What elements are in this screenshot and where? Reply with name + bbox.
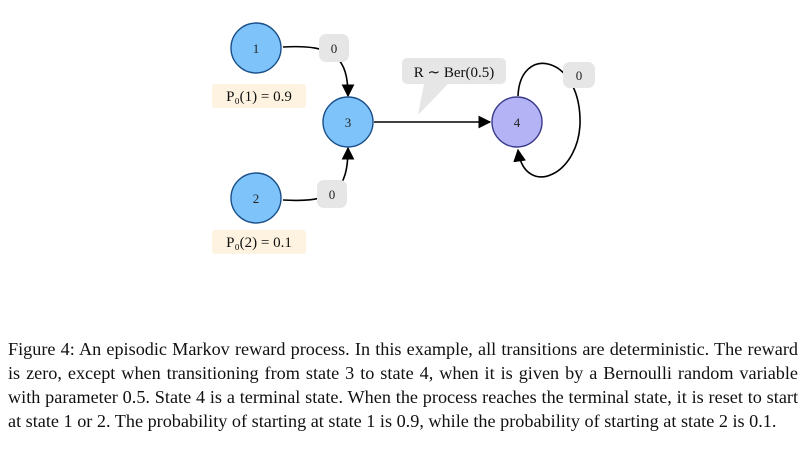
svg-text:0: 0 xyxy=(331,41,338,56)
svg-text:0: 0 xyxy=(329,187,336,202)
initial-prob-2: P₀(2) = 0.1 xyxy=(212,230,306,254)
mrp-diagram: 0 0 R ∼ Ber(0.5) 0 1 2 3 4 P₀(1) = 0.9 P… xyxy=(212,22,595,254)
svg-text:2: 2 xyxy=(253,191,260,206)
edge-label-2-3: 0 xyxy=(317,180,347,208)
state-node-1: 1 xyxy=(230,22,282,74)
edge-label-3-4: R ∼ Ber(0.5) xyxy=(402,58,506,115)
state-node-2: 2 xyxy=(230,172,282,224)
svg-text:P₀(2) = 0.1: P₀(2) = 0.1 xyxy=(226,235,292,251)
initial-prob-1: P₀(1) = 0.9 xyxy=(212,84,306,108)
svg-text:R ∼ Ber(0.5): R ∼ Ber(0.5) xyxy=(414,65,494,81)
state-node-3: 3 xyxy=(322,96,374,148)
figure-caption: Figure 4: An episodic Markov reward proc… xyxy=(8,339,798,431)
svg-text:P₀(1) = 0.9: P₀(1) = 0.9 xyxy=(226,89,292,105)
edge-label-1-3: 0 xyxy=(319,34,349,62)
svg-text:3: 3 xyxy=(345,115,352,130)
state-node-4: 4 xyxy=(491,96,543,148)
svg-text:4: 4 xyxy=(514,115,521,130)
svg-text:1: 1 xyxy=(253,41,260,56)
edge-label-4-4: 0 xyxy=(563,62,595,88)
edge-4-4 xyxy=(513,62,581,178)
svg-text:0: 0 xyxy=(576,68,583,83)
